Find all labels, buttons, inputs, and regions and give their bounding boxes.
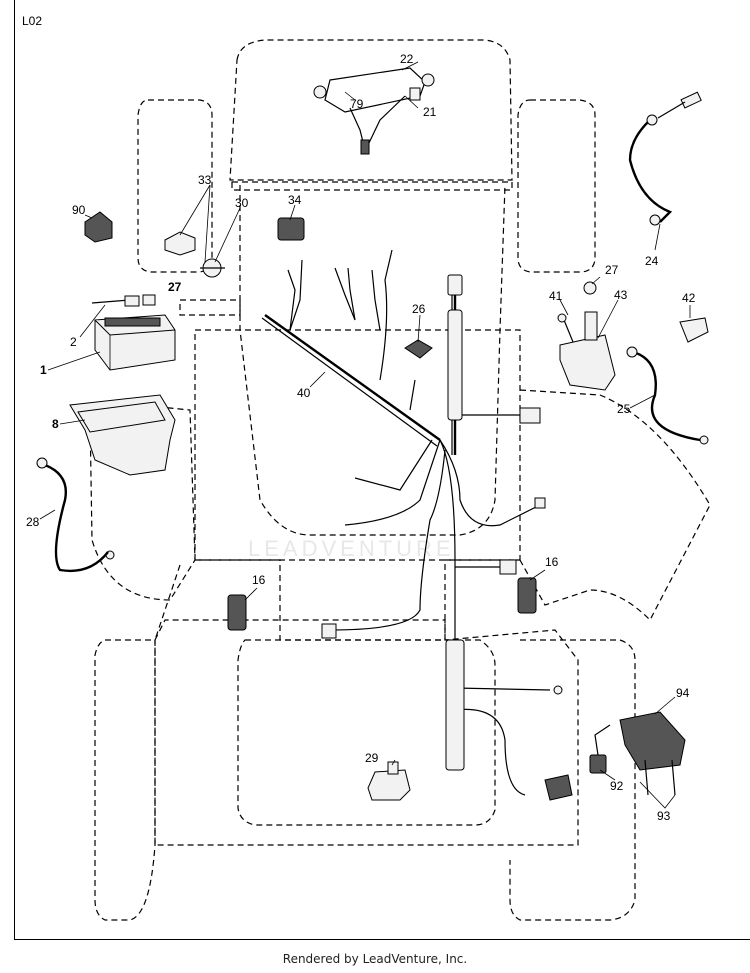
- callout-94: 94: [676, 686, 690, 700]
- callout-92: 92: [610, 779, 624, 793]
- callout-2: 2: [70, 335, 77, 349]
- watermark: LEADVENTURE: [248, 536, 455, 561]
- cables: [36, 91, 709, 573]
- callout-30: 30: [235, 196, 249, 210]
- callout-22: 22: [400, 52, 414, 66]
- callout-8: 8: [52, 417, 59, 431]
- callout-1: 1: [40, 363, 47, 377]
- callout-33: 33: [198, 173, 212, 187]
- footer-credit: Rendered by LeadVenture, Inc.: [282, 952, 468, 966]
- parts: [69, 211, 709, 801]
- callout-79: 79: [350, 97, 364, 111]
- callout-16-right: 16: [545, 555, 559, 569]
- callouts: 1 2 8 16 16 21 22 24 25 26 27 27 28 29 3…: [26, 52, 696, 823]
- callout-93: 93: [657, 809, 671, 823]
- callout-40: 40: [297, 386, 311, 400]
- callout-25: 25: [617, 402, 631, 416]
- callout-16-left: 16: [252, 573, 266, 587]
- headlight-harness: [313, 67, 435, 155]
- chassis-outline: [89, 39, 711, 921]
- diagram-frame: [14, 0, 750, 940]
- callout-43: 43: [614, 288, 628, 302]
- callout-29: 29: [365, 751, 379, 765]
- leader-lines: [39, 61, 691, 809]
- callout-27-right: 27: [605, 263, 619, 277]
- callout-28: 28: [26, 515, 40, 529]
- callout-24: 24: [645, 254, 659, 268]
- wiring-diagram: 1 2 8 16 16 21 22 24 25 26 27 27 28 29 3…: [26, 39, 711, 921]
- callout-90: 90: [72, 203, 86, 217]
- main-harness: [105, 249, 563, 796]
- callout-41: 41: [549, 289, 563, 303]
- callout-26: 26: [412, 302, 426, 316]
- callout-34: 34: [288, 193, 302, 207]
- callout-42: 42: [682, 291, 696, 305]
- callout-21: 21: [423, 105, 437, 119]
- callout-27-left: 27: [168, 280, 182, 294]
- diagram-id: L02: [22, 14, 43, 28]
